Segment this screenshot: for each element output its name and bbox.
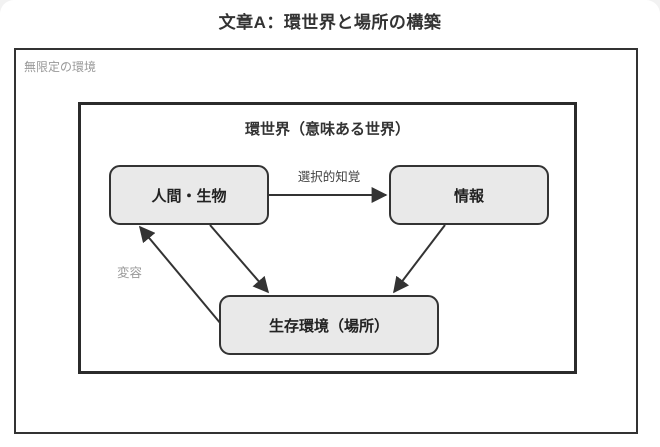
umwelt-title: 環世界（意味ある世界） <box>244 121 410 138</box>
edge-label-transformation: 変容 <box>117 266 143 280</box>
page-title: 文章A：環世界と場所の構築 <box>218 13 442 32</box>
node-human-organism: 人間・生物 <box>109 165 269 225</box>
unbounded-environment-box: 無限定の環境 環世界（意味ある世界） 人間・生物 情報 <box>14 48 638 434</box>
node-living-environment: 生存環境（場所） <box>219 295 439 355</box>
unbounded-environment-label: 無限定の環境 <box>24 60 97 74</box>
edge-environment-to-human <box>138 225 222 325</box>
edge-human-to-environment <box>209 224 270 294</box>
edge-label-selective-perception: 選択的知覚 <box>297 170 361 184</box>
edge-info-to-environment <box>393 224 446 294</box>
node-information: 情報 <box>389 165 549 225</box>
umwelt-box: 環世界（意味ある世界） 人間・生物 情報 生存環境（場所） 選択 <box>78 102 577 374</box>
